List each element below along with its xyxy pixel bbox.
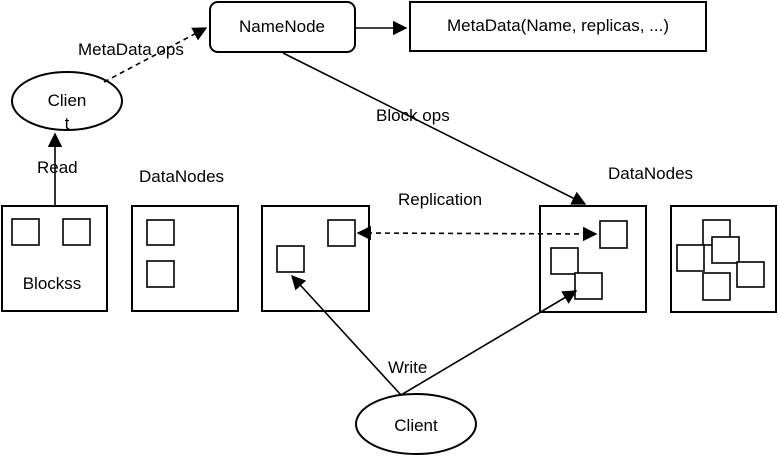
client-top-label: Clien bbox=[48, 91, 87, 110]
client-bottom-node[interactable]: Client bbox=[355, 393, 477, 455]
metadata-node[interactable]: MetaData(Name, replicas, ...) bbox=[409, 1, 707, 52]
blocks-label: Blockss bbox=[23, 274, 82, 293]
block-ops-label: Block ops bbox=[376, 106, 450, 125]
write-arrow-left bbox=[291, 274, 402, 396]
block-ops-arrow bbox=[282, 52, 587, 205]
block bbox=[676, 244, 705, 272]
block bbox=[736, 261, 765, 288]
datanodes-right-label: DataNodes bbox=[608, 164, 693, 183]
datanode-3[interactable] bbox=[261, 205, 370, 312]
block bbox=[574, 272, 603, 300]
block bbox=[146, 260, 175, 288]
namenode-label: NameNode bbox=[239, 17, 325, 36]
metadata-label: MetaData(Name, replicas, ...) bbox=[447, 16, 669, 35]
datanode-1[interactable]: Blockss bbox=[1, 205, 108, 312]
block bbox=[276, 245, 305, 273]
write-arrow-right bbox=[400, 290, 578, 396]
datanode-4[interactable] bbox=[539, 205, 647, 313]
read-label: Read bbox=[37, 158, 78, 177]
block bbox=[550, 247, 579, 275]
block bbox=[599, 220, 628, 249]
datanodes-left-label: DataNodes bbox=[139, 167, 224, 186]
namenode-node[interactable]: NameNode bbox=[209, 1, 356, 53]
client-top-label-wrap: t bbox=[65, 114, 70, 133]
block bbox=[62, 218, 91, 246]
block bbox=[702, 272, 731, 301]
block bbox=[711, 236, 740, 264]
client-bottom-label: Client bbox=[394, 416, 438, 435]
metadata-ops-label: MetaData ops bbox=[78, 40, 184, 59]
write-label: Write bbox=[388, 358, 427, 377]
client-top-node[interactable]: Clien t bbox=[11, 71, 123, 133]
block bbox=[146, 219, 175, 246]
replication-arrow bbox=[356, 225, 598, 242]
datanode-2[interactable] bbox=[131, 205, 239, 312]
block bbox=[11, 218, 40, 246]
block bbox=[327, 219, 356, 247]
datanode-5[interactable] bbox=[670, 205, 777, 313]
replication-label: Replication bbox=[398, 190, 482, 209]
metadata-ops-arrow bbox=[103, 27, 208, 83]
